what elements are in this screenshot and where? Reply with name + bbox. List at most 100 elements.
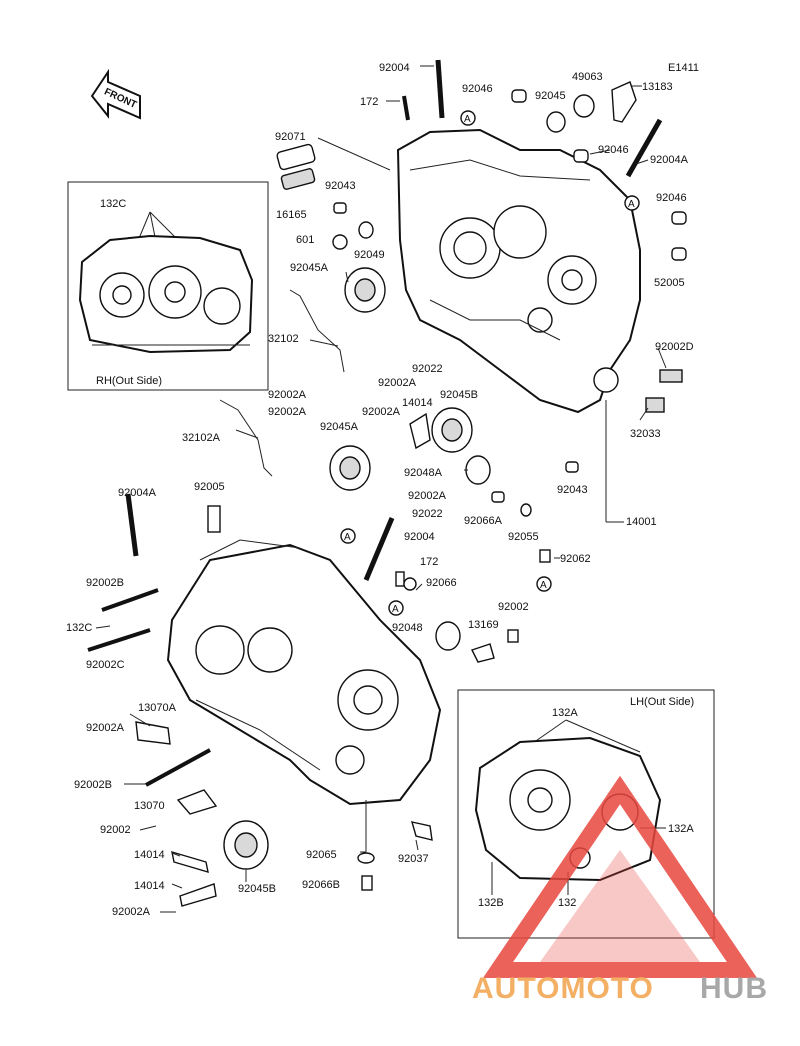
oring-92055 <box>520 503 532 517</box>
label-13169: 13169 <box>468 619 499 631</box>
label-92048a: 92048A <box>404 467 443 479</box>
washer-92065 <box>357 852 375 864</box>
bolt-92002c <box>87 628 151 652</box>
label-92046-a: 92046 <box>462 83 493 95</box>
stud-92004a-left <box>125 493 139 557</box>
label-92045b-bot: 92045B <box>238 883 276 895</box>
label-92022-b: 92022 <box>412 508 443 520</box>
label-92004-top: 92004 <box>379 62 410 74</box>
rh-label-132c: 132C <box>100 198 126 210</box>
label-14001: 14001 <box>626 516 657 528</box>
label-32102: 32102 <box>268 333 299 345</box>
gasket-92071 <box>276 143 316 171</box>
watermark-brand-b: HUB <box>700 972 768 1005</box>
automotohub-watermark: AUTOMOTO HUB <box>472 775 768 1005</box>
lh-label-132b: 132B <box>478 897 504 909</box>
label-92002d: 92002D <box>655 341 694 353</box>
label-172-mid: 172 <box>420 556 438 568</box>
label-92022-a: 92022 <box>412 363 443 375</box>
lh-label-132a-right: 132A <box>668 823 694 835</box>
marker-a-3: A <box>340 528 356 544</box>
label-92045b-top: 92045B <box>440 389 478 401</box>
stud-92004-mid <box>363 517 395 581</box>
plug-92002d <box>659 369 683 383</box>
label-92002a-d: 92002A <box>362 406 401 418</box>
plate-14014-a <box>171 851 209 873</box>
label-32033: 32033 <box>630 428 661 440</box>
dowel-172-mid <box>395 571 405 587</box>
lh-label-132a-top: 132A <box>552 707 578 719</box>
label-132c-left: 132C <box>66 622 92 634</box>
label-14014-b: 14014 <box>134 880 165 892</box>
bushing-92046-b <box>573 149 589 163</box>
label-13070: 13070 <box>134 800 165 812</box>
label-92066a: 92066A <box>464 515 503 527</box>
filter-16165 <box>280 168 316 190</box>
label-92002b-bot: 92002B <box>74 779 112 791</box>
label-92066b: 92066B <box>302 879 340 891</box>
label-601: 601 <box>296 234 314 246</box>
label-92002a-b: 92002A <box>268 389 307 401</box>
label-92004a-top: 92004A <box>650 154 689 166</box>
bearing-92045a-mid <box>329 445 371 491</box>
oil-pipe-32102a <box>219 399 273 477</box>
plate-14014-b <box>179 883 217 907</box>
lh-label-132: 132 <box>558 897 576 909</box>
label-14014-a: 14014 <box>134 849 165 861</box>
svg-text:A: A <box>628 199 635 210</box>
bolt-92066b <box>361 875 373 891</box>
label-172-top: 172 <box>360 96 378 108</box>
label-92065: 92065 <box>306 849 337 861</box>
label-13183: 13183 <box>642 81 673 93</box>
oil-pipe-32102 <box>289 289 345 373</box>
dowel-92005 <box>207 505 221 533</box>
clamp-92037 <box>411 821 433 841</box>
bolt-92002b-bot <box>145 748 211 787</box>
label-92002a-f: 92002A <box>86 722 125 734</box>
label-92046-b: 92046 <box>598 144 629 156</box>
bushing-92046-a <box>511 89 527 103</box>
marker-a-2: A <box>624 195 640 211</box>
front-arrow-icon: FRONT <box>90 68 141 120</box>
plate-13070 <box>176 789 218 815</box>
label-92071: 92071 <box>275 131 306 143</box>
label-92002a-e: 92002A <box>408 490 447 502</box>
rh-caption: RH(Out Side) <box>96 375 162 387</box>
seal-49063 <box>573 94 595 118</box>
label-92037: 92037 <box>398 853 429 865</box>
bracket-13183 <box>611 81 637 123</box>
svg-text:A: A <box>540 580 547 591</box>
marker-a-5: A <box>536 576 552 592</box>
bearing-92045b-bot <box>223 820 269 870</box>
bushing-92066 <box>403 577 417 591</box>
stud-92004-top <box>435 59 445 119</box>
label-92045-top: 92045 <box>535 90 566 102</box>
label-52005: 52005 <box>654 277 685 289</box>
label-92002a-c: 92002A <box>268 406 307 418</box>
label-92062: 92062 <box>560 553 591 565</box>
label-92043-top: 92043 <box>325 180 356 192</box>
label-92002a-a: 92002A <box>378 377 417 389</box>
bolt-92002-mid <box>507 629 519 643</box>
label-92005: 92005 <box>194 481 225 493</box>
bearing-92045-top <box>546 111 566 133</box>
label-92049: 92049 <box>354 249 385 261</box>
crankcase-left-half <box>166 539 442 806</box>
label-92002b-top: 92002B <box>86 577 124 589</box>
watermark-brand-a: AUTOMOTO <box>472 972 654 1005</box>
stud-92004a-top <box>625 118 663 178</box>
label-49063: 49063 <box>572 71 603 83</box>
label-13070a: 13070A <box>138 702 177 714</box>
label-92045a-mid: 92045A <box>320 421 359 433</box>
bracket-13169 <box>471 643 495 663</box>
svg-text:A: A <box>464 114 471 125</box>
jet-92062 <box>539 549 551 563</box>
seal-92048a <box>465 455 491 485</box>
plate-13070a <box>135 721 171 745</box>
label-92043-mid: 92043 <box>557 484 588 496</box>
bushing-92043-mid <box>565 461 579 473</box>
nut-601 <box>332 234 348 250</box>
label-32102a: 32102A <box>182 432 221 444</box>
label-92004-mid: 92004 <box>404 531 435 543</box>
